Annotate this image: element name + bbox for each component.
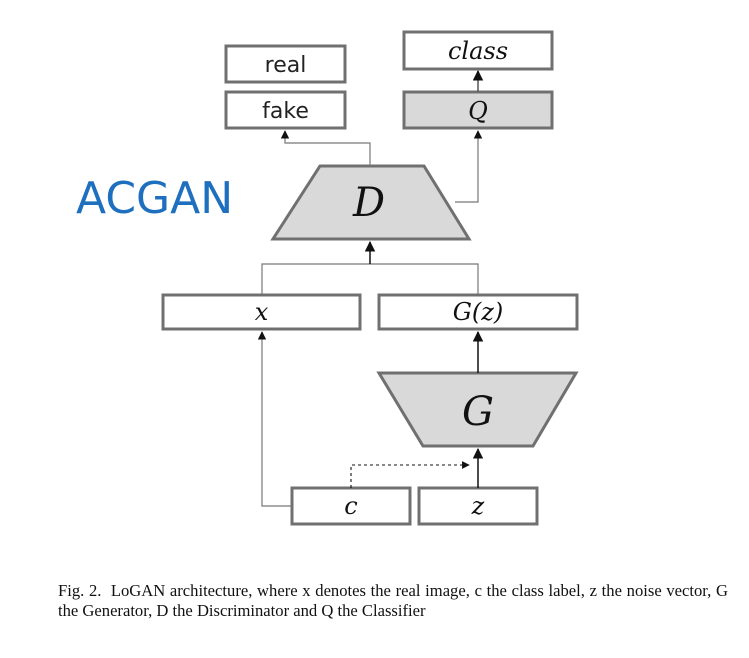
generator-label: G: [462, 389, 494, 435]
figure-caption: Fig. 2. LoGAN architecture, where x deno…: [58, 581, 728, 621]
x-label: x: [255, 298, 269, 326]
caption-label: Fig. 2.: [58, 581, 102, 600]
x-box: x: [161, 293, 362, 331]
fake-label: fake: [262, 99, 309, 124]
fake-box: fake: [224, 90, 347, 130]
d-input-join-line: [261, 263, 479, 295]
architecture-diagram: real fake class Q ACGAN D x G(z) G: [76, 30, 579, 526]
generator-block: G: [376, 371, 579, 448]
gz-box: G(z): [377, 293, 579, 331]
model-title: ACGAN: [76, 173, 233, 224]
real-label: real: [265, 53, 307, 78]
q-label: Q: [468, 97, 488, 125]
d-to-q-arrow: [455, 130, 483, 203]
c-to-x-arrow: [257, 331, 292, 507]
c-box: c: [290, 486, 412, 526]
real-box: real: [224, 44, 347, 84]
c-to-g-dashed-arrow: [350, 461, 470, 488]
caption-text: LoGAN architecture, where x denotes the …: [58, 581, 728, 620]
z-box: z: [417, 486, 539, 526]
class-label: class: [448, 37, 508, 65]
q-box: Q: [402, 90, 554, 130]
class-box: class: [402, 30, 554, 71]
discriminator-label: D: [352, 180, 385, 226]
c-label: c: [344, 492, 357, 520]
gz-label: G(z): [453, 298, 504, 326]
z-label: z: [471, 492, 485, 520]
discriminator-block: D: [270, 164, 472, 241]
d-to-fake-arrow: [280, 130, 371, 166]
